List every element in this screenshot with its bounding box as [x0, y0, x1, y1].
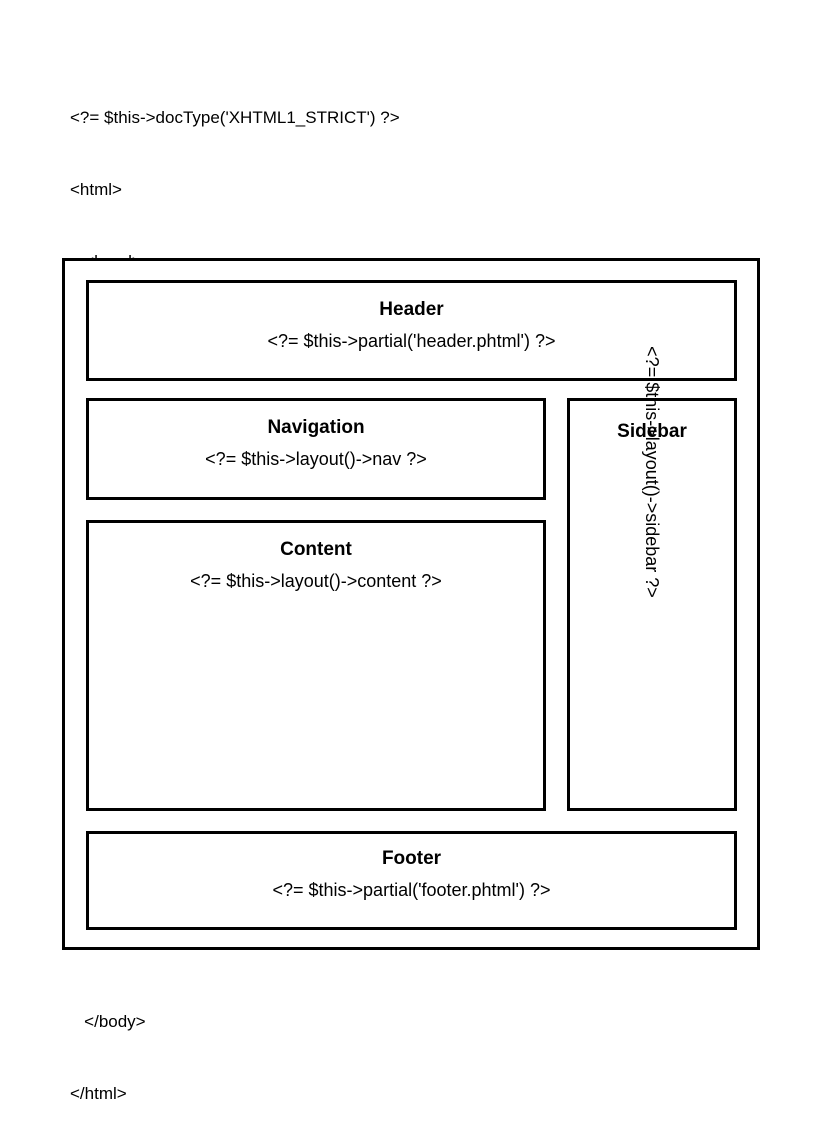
region-footer: Footer <?= $this->partial('footer.phtml'… [86, 831, 737, 930]
region-navigation: Navigation <?= $this->layout()->nav ?> [86, 398, 546, 500]
region-sidebar-code-wrapper: <?= $this->layout()->sidebar ?> [570, 346, 734, 809]
region-content-code: <?= $this->layout()->content ?> [190, 571, 442, 591]
code-listing-bottom: </body> </html> [70, 962, 146, 1130]
region-header: Header <?= $this->partial('header.phtml'… [86, 280, 737, 381]
region-content: Content <?= $this->layout()->content ?> [86, 520, 546, 811]
region-sidebar-title: Sidebar [617, 421, 687, 442]
region-footer-code: <?= $this->partial('footer.phtml') ?> [272, 880, 551, 900]
region-header-code: <?= $this->partial('header.phtml') ?> [267, 331, 556, 351]
region-navigation-title: Navigation [267, 417, 365, 438]
code-line-body-close: </body> [70, 1012, 146, 1031]
region-sidebar-code: <?= $this->layout()->sidebar ?> [642, 346, 662, 598]
region-sidebar: Sidebar <?= $this->layout()->sidebar ?> [567, 346, 737, 811]
code-line-doctype: <?= $this->docType('XHTML1_STRICT') ?> [70, 108, 400, 127]
code-line-html-open: <html> [70, 180, 122, 199]
region-footer-title: Footer [381, 848, 442, 869]
region-navigation-code: <?= $this->layout()->nav ?> [205, 449, 427, 469]
region-header-title: Header [379, 299, 444, 320]
code-line-html-close: </html> [70, 1084, 127, 1103]
region-content-title: Content [280, 539, 352, 560]
layout-diagram-frame: Header <?= $this->partial('header.phtml'… [62, 258, 760, 950]
